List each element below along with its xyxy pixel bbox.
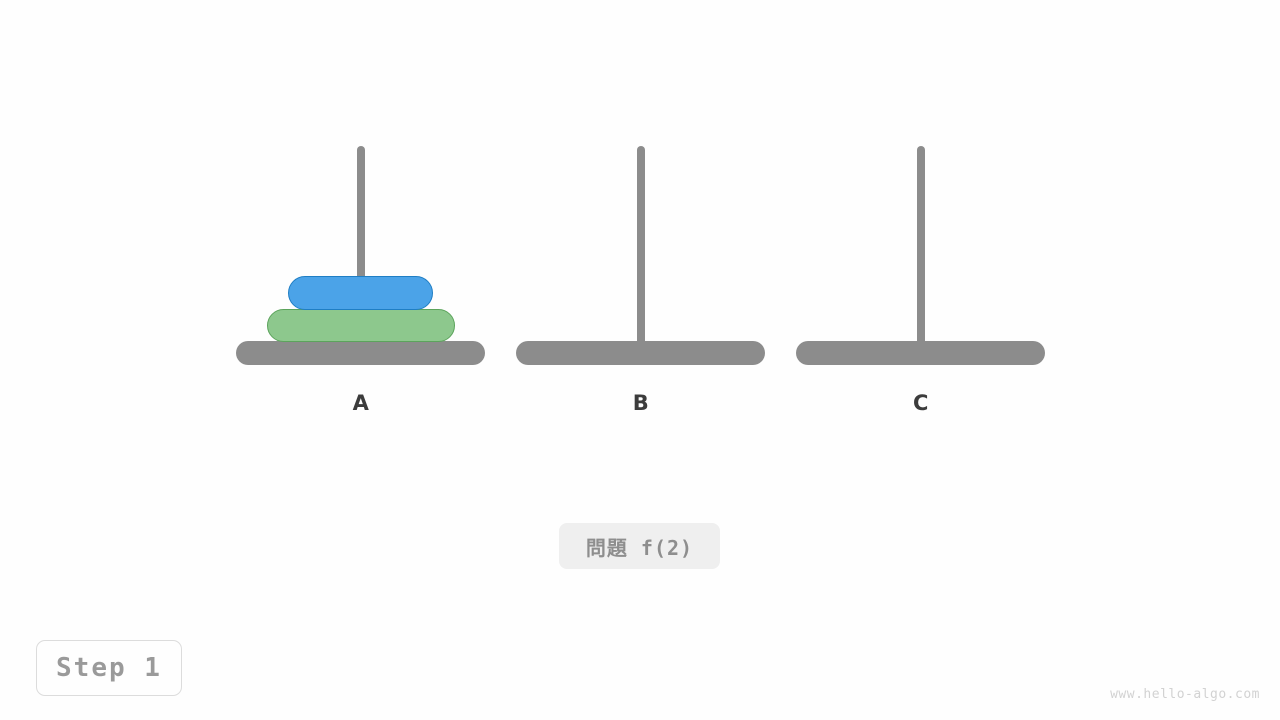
tower-c: C <box>796 146 1046 426</box>
disc-blue-size-1[interactable] <box>288 276 433 310</box>
base-b <box>516 341 765 365</box>
tower-label-a: A <box>352 391 370 415</box>
tower-label-b: B <box>632 391 650 415</box>
tower-label-c: C <box>913 391 929 415</box>
disc-green-size-2[interactable] <box>267 309 455 342</box>
peg-c <box>917 146 925 353</box>
tower-b: B <box>516 146 766 426</box>
site-watermark: www.hello-algo.com <box>1110 687 1260 702</box>
peg-b <box>637 146 645 353</box>
step-counter-badge: Step 1 <box>36 640 182 696</box>
tower-a: A <box>236 146 486 426</box>
base-a <box>236 341 485 365</box>
problem-label-badge: 問題 f(2) <box>559 523 720 569</box>
base-c <box>796 341 1045 365</box>
peg-a <box>357 146 365 353</box>
